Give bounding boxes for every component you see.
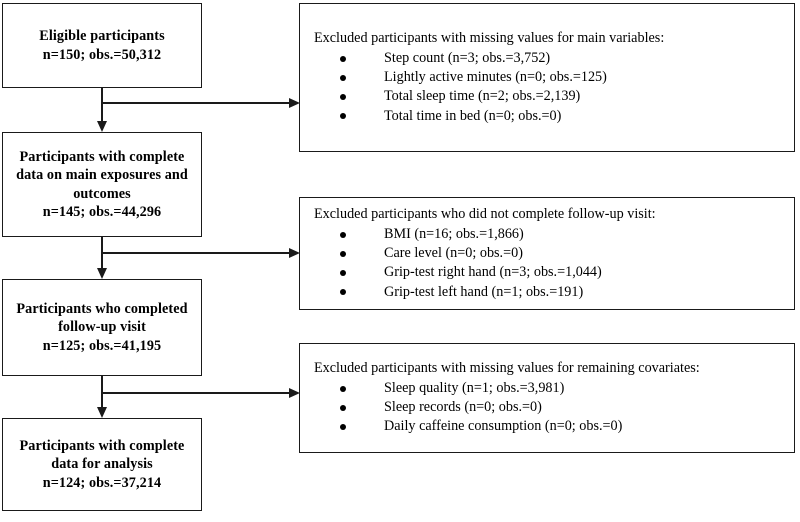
bullet-icon	[340, 404, 346, 411]
flow-node-line: outcomes	[73, 185, 131, 202]
flow-node-line: Participants who completed	[16, 300, 188, 317]
exclusion-item-label: Grip-test left hand (n=1; obs.=191)	[384, 283, 584, 300]
exclusion-item-label: Sleep quality (n=1; obs.=3,981)	[384, 380, 565, 397]
bullet-icon	[340, 424, 346, 431]
flow-node-line: n=150; obs.=50,312	[42, 46, 162, 63]
arrow-right-1	[289, 97, 300, 108]
exclusion-item: Step count (n=3; obs.=3,752)	[314, 49, 794, 68]
bullet-icon	[340, 231, 346, 238]
exclusion-item-label: Total sleep time (n=2; obs.=2,139)	[384, 88, 581, 105]
flow-node-line: Participants with complete	[19, 148, 185, 165]
arrow-down-1	[96, 121, 107, 132]
exclusion-heading: Excluded participants with missing value…	[314, 360, 700, 377]
exclusion-heading: Excluded participants who did not comple…	[314, 206, 656, 223]
flow-node-line: Participants with complete	[19, 437, 185, 454]
bullet-icon	[340, 55, 346, 62]
arrow-right-3	[289, 387, 300, 398]
connector-branch-1	[101, 102, 291, 104]
exclusion-item-label: Sleep records (n=0; obs.=0)	[384, 399, 542, 416]
arrow-right-2	[289, 247, 300, 258]
connector-vertical-1	[101, 88, 103, 122]
flow-node-completed-followup: Participants who completed follow-up vis…	[2, 279, 202, 376]
bullet-icon	[340, 113, 346, 120]
connector-branch-2	[101, 252, 291, 254]
flow-node-line: n=124; obs.=37,214	[42, 474, 162, 491]
flow-node-line: Eligible participants	[39, 28, 165, 45]
bullet-icon	[340, 385, 346, 392]
bullet-icon	[340, 269, 346, 276]
exclusion-item: Sleep records (n=0; obs.=0)	[314, 398, 794, 417]
bullet-icon	[340, 74, 346, 81]
flow-node-line: n=125; obs.=41,195	[42, 337, 162, 354]
flow-node-line: follow-up visit	[58, 319, 146, 336]
exclusion-panel-followup: Excluded participants who did not comple…	[299, 197, 795, 310]
exclusion-item-label: Grip-test right hand (n=3; obs.=1,044)	[384, 264, 602, 281]
exclusion-list: BMI (n=16; obs.=1,866) Care level (n=0; …	[314, 225, 794, 302]
flow-node-eligible: Eligible participants n=150; obs.=50,312	[2, 3, 202, 88]
exclusion-list: Sleep quality (n=1; obs.=3,981) Sleep re…	[314, 379, 794, 437]
exclusion-item-label: Care level (n=0; obs.=0)	[384, 245, 523, 262]
arrow-down-3	[96, 407, 107, 418]
exclusion-panel-covariates: Excluded participants with missing value…	[299, 343, 795, 453]
exclusion-item: Grip-test left hand (n=1; obs.=191)	[314, 283, 794, 302]
connector-branch-3	[101, 392, 291, 394]
exclusion-item-label: Total time in bed (n=0; obs.=0)	[384, 107, 562, 124]
flow-node-complete-main: Participants with complete data on main …	[2, 132, 202, 237]
exclusion-item: Grip-test right hand (n=3; obs.=1,044)	[314, 263, 794, 282]
bullet-icon	[340, 93, 346, 100]
exclusion-item: Lightly active minutes (n=0; obs.=125)	[314, 68, 794, 87]
flow-node-line: data for analysis	[51, 456, 153, 473]
arrow-down-2	[96, 268, 107, 279]
exclusion-item-label: Lightly active minutes (n=0; obs.=125)	[384, 69, 607, 86]
exclusion-item: Total time in bed (n=0; obs.=0)	[314, 107, 794, 126]
exclusion-item: Daily caffeine consumption (n=0; obs.=0)	[314, 417, 794, 436]
exclusion-item-label: Daily caffeine consumption (n=0; obs.=0)	[384, 418, 623, 435]
exclusion-heading: Excluded participants with missing value…	[314, 30, 665, 47]
exclusion-item-label: Step count (n=3; obs.=3,752)	[384, 50, 551, 67]
exclusion-panel-main-variables: Excluded participants with missing value…	[299, 3, 795, 152]
bullet-icon	[340, 250, 346, 257]
flow-node-complete-analysis: Participants with complete data for anal…	[2, 418, 202, 511]
exclusion-item: Total sleep time (n=2; obs.=2,139)	[314, 87, 794, 106]
exclusion-list: Step count (n=3; obs.=3,752) Lightly act…	[314, 49, 794, 126]
exclusion-item: Sleep quality (n=1; obs.=3,981)	[314, 379, 794, 398]
exclusion-item-label: BMI (n=16; obs.=1,866)	[384, 226, 524, 243]
bullet-icon	[340, 289, 346, 296]
flow-node-line: data on main exposures and	[16, 167, 188, 184]
exclusion-item: BMI (n=16; obs.=1,866)	[314, 225, 794, 244]
exclusion-item: Care level (n=0; obs.=0)	[314, 244, 794, 263]
flow-node-line: n=145; obs.=44,296	[42, 203, 162, 220]
